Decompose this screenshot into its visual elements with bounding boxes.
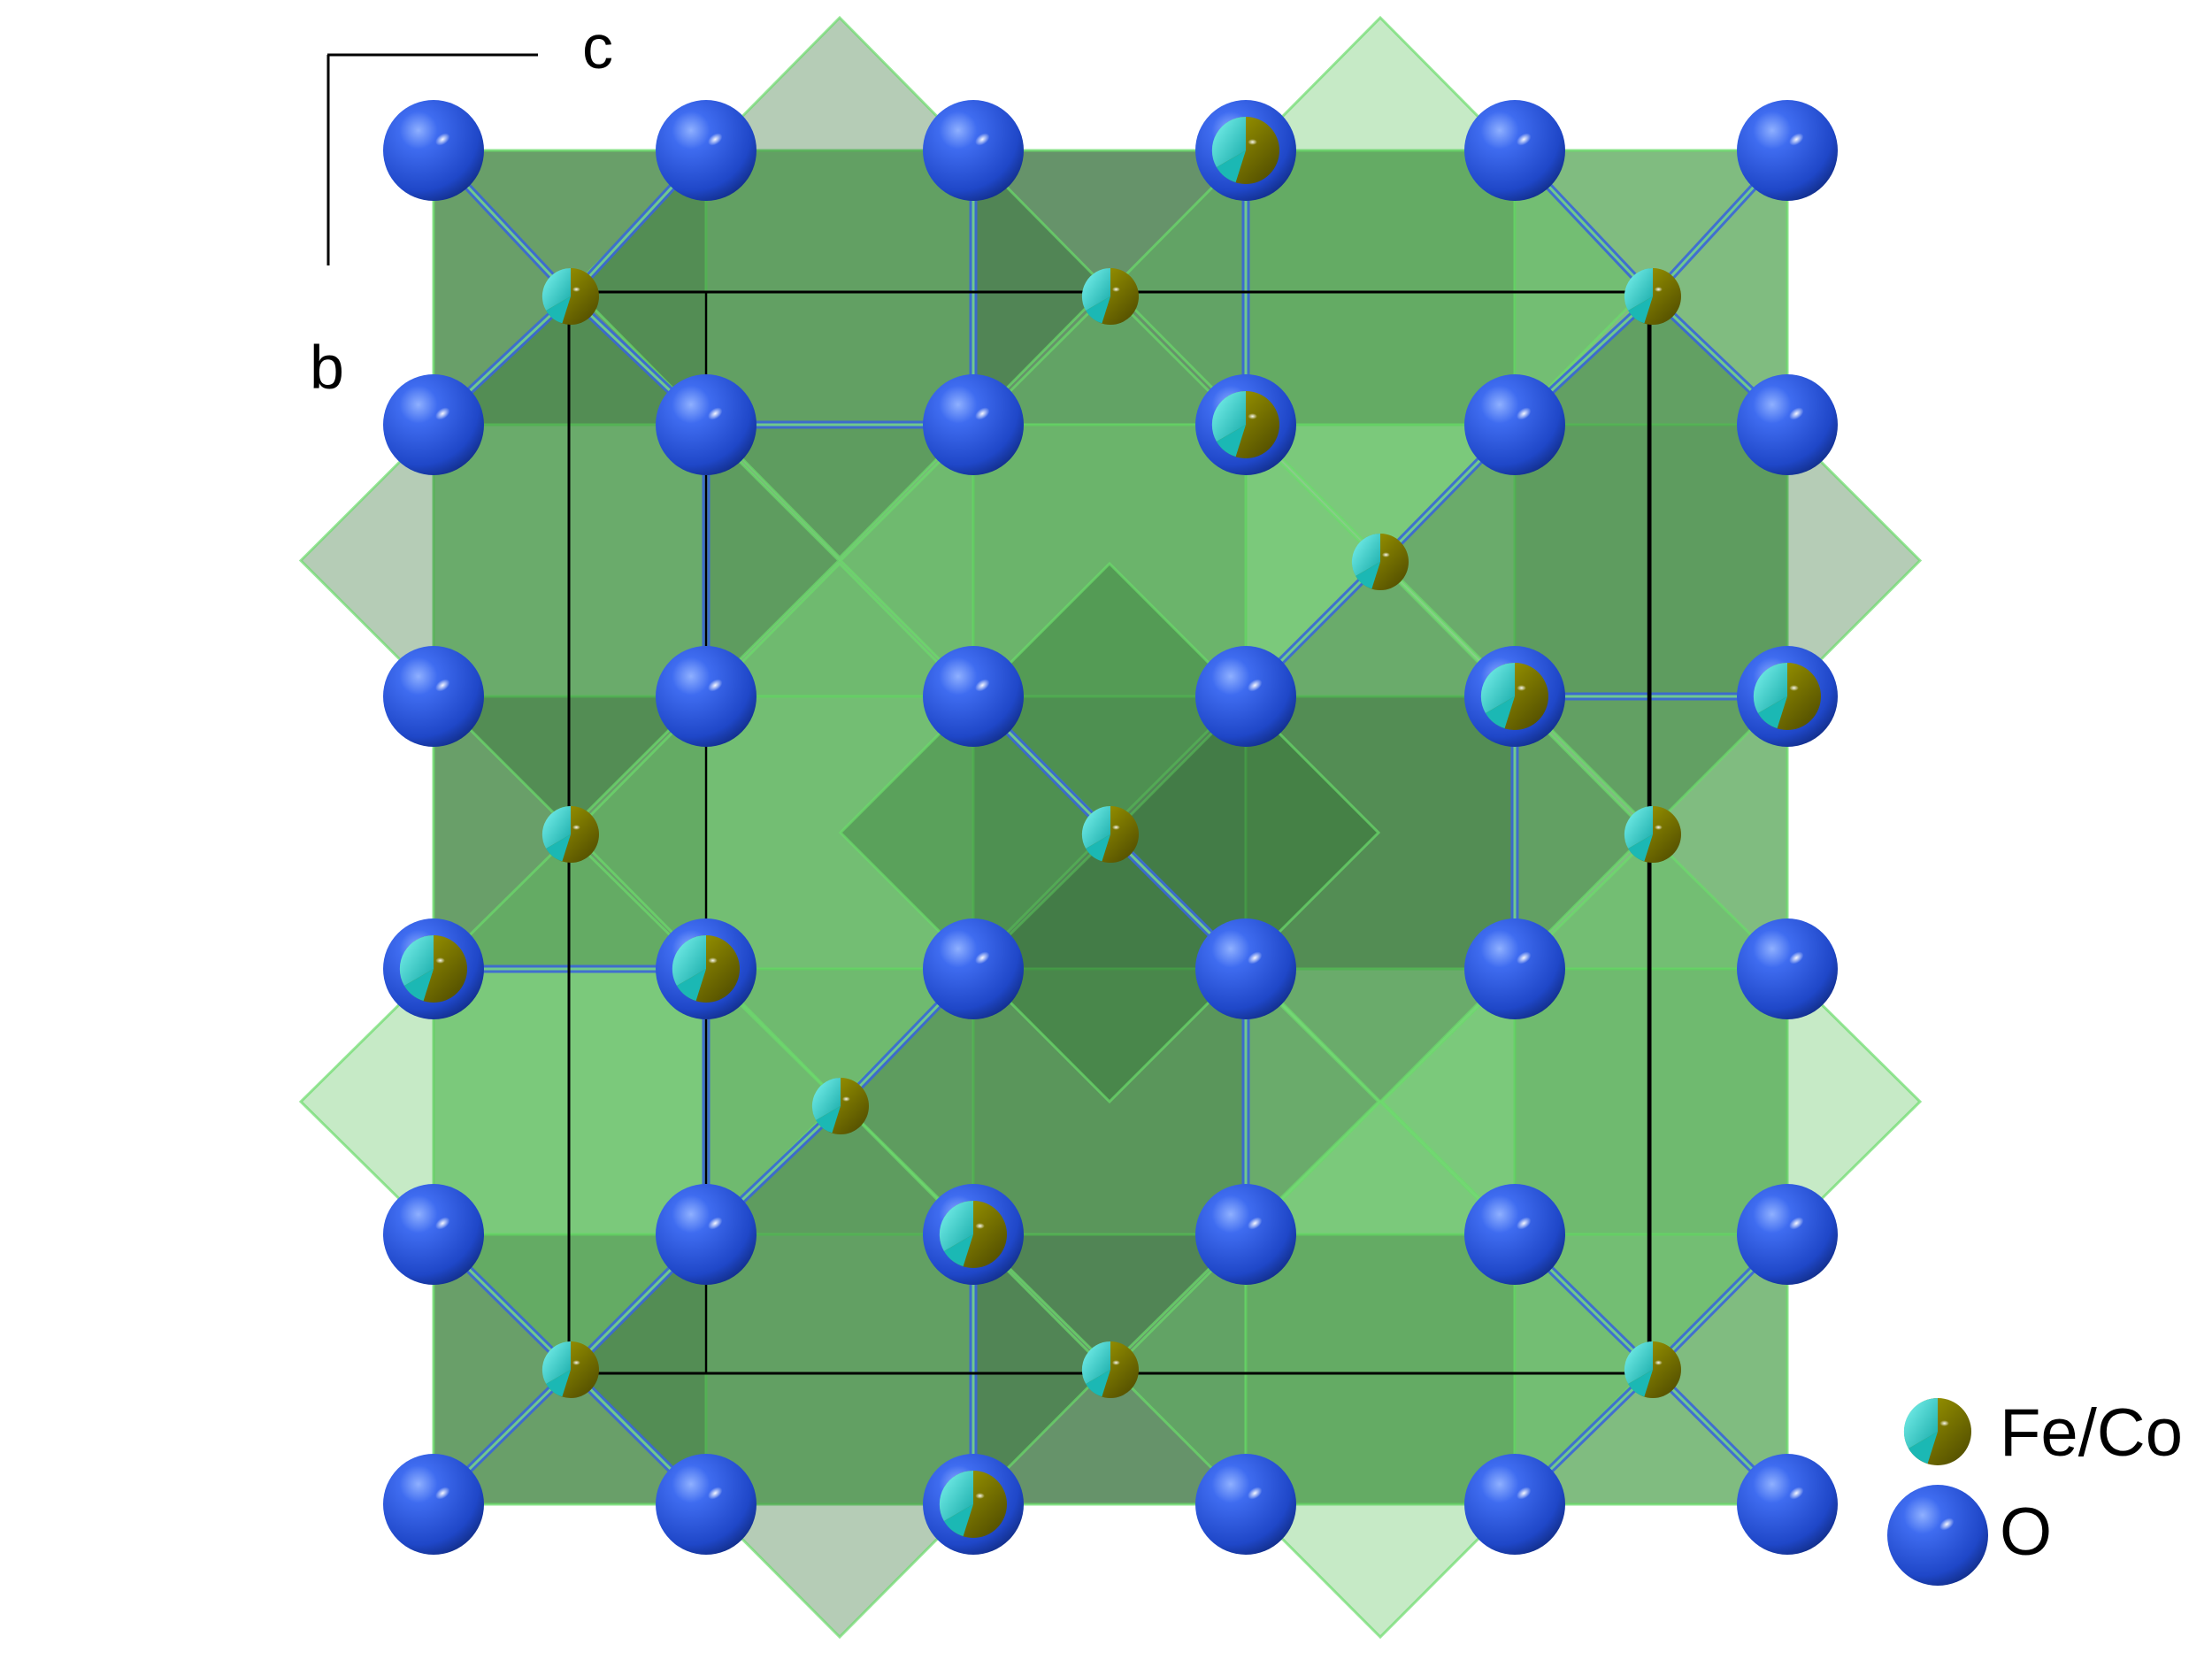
fe-co-atom [1081, 1341, 1139, 1398]
oxygen-atom [1737, 374, 1838, 475]
oxygen-atom [1464, 374, 1565, 475]
oxygen-atom [383, 1454, 484, 1555]
oxygen-atom [1737, 918, 1838, 1019]
axis-indicator [326, 53, 538, 265]
oxygen-atom [1195, 918, 1296, 1019]
legend-label-o: O [2000, 1495, 2053, 1570]
oxygen-atom [1464, 1184, 1565, 1285]
fe-co-atom [1624, 805, 1681, 863]
oxygen-atom [923, 100, 1024, 201]
legend-label-fe-co: Fe/Co [2000, 1395, 2183, 1471]
legend [1887, 1397, 1988, 1586]
oxygen-atom [383, 100, 484, 201]
fe-co-atom [1624, 267, 1681, 325]
fe-co-atom [541, 1341, 599, 1398]
oxygen-atom [923, 646, 1024, 747]
axis-label-c: c [582, 12, 613, 81]
oxygen-atom [1195, 1454, 1296, 1555]
octahedron-face [1244, 149, 1517, 427]
oxygen-atom [923, 918, 1024, 1019]
oxygen-atom [383, 1184, 484, 1285]
oxygen-atom [1464, 918, 1565, 1019]
octahedron-face [704, 149, 975, 427]
atoms-layer [383, 100, 1838, 1555]
octahedron-face [1244, 695, 1517, 971]
oxygen-atom [656, 646, 757, 747]
oxygen-atom [1737, 1454, 1838, 1555]
oxygen-atom [1464, 1454, 1565, 1555]
octahedron-face [972, 423, 1248, 698]
oxygen-atom [1464, 100, 1565, 201]
fe-co-atom [1211, 116, 1279, 184]
oxygen-atom [1195, 646, 1296, 747]
axis-label-b: b [310, 333, 344, 402]
oxygen-atom [656, 1454, 757, 1555]
fe-co-atom-icon [1903, 1397, 1971, 1465]
fe-co-atom [1211, 390, 1279, 458]
oxygen-atom [656, 100, 757, 201]
fe-co-atom [939, 1470, 1007, 1538]
oxygen-atom [383, 374, 484, 475]
fe-co-atom [1753, 662, 1821, 730]
fe-co-atom [399, 934, 467, 1003]
fe-co-atom [541, 805, 599, 863]
fe-co-atom [541, 267, 599, 325]
oxygen-atom-icon [1887, 1485, 1988, 1586]
fe-co-atom [1351, 533, 1409, 590]
fe-co-atom [811, 1077, 869, 1134]
oxygen-atom [383, 646, 484, 747]
fe-co-atom [1081, 805, 1139, 863]
oxygen-atom [923, 374, 1024, 475]
fe-co-atom [939, 1200, 1007, 1268]
fe-co-atom [1081, 267, 1139, 325]
fe-co-atom [1480, 662, 1548, 730]
oxygen-atom [656, 1184, 757, 1285]
oxygen-atom [1737, 100, 1838, 201]
fe-co-atom [1624, 1341, 1681, 1398]
oxygen-atom [1195, 1184, 1296, 1285]
octahedron-face [704, 1233, 975, 1506]
oxygen-atom [1737, 1184, 1838, 1285]
fe-co-atom [672, 934, 740, 1003]
oxygen-atom [656, 374, 757, 475]
